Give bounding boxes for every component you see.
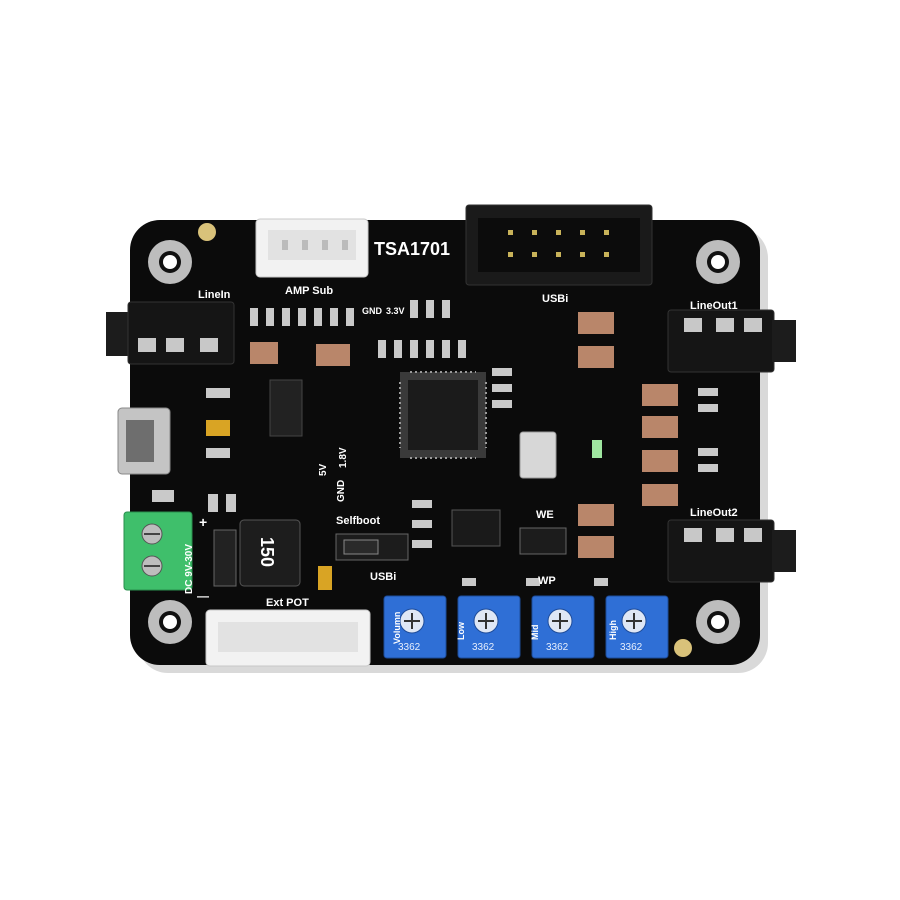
inductor-marking: 150 — [257, 537, 277, 567]
we-jumper — [519, 527, 567, 555]
pot-code: 3362 — [398, 642, 421, 653]
inductor — [239, 519, 301, 587]
op-amp-chip — [451, 509, 501, 547]
led — [592, 440, 602, 458]
v33-label: 3.3V — [386, 306, 405, 316]
brown-capacitors — [250, 312, 678, 558]
line-out2-jack — [667, 519, 796, 583]
dsp-chip — [399, 371, 487, 459]
pot-code: 3362 — [472, 642, 495, 653]
dc-label: DC 9V-30V — [184, 544, 195, 594]
potentiometer-high: 3362 — [605, 595, 669, 659]
fiducial-pad — [198, 223, 216, 241]
amp-sub-connector — [255, 218, 369, 278]
pot-label-high: High — [608, 620, 618, 640]
v18-label: 1.8V — [338, 447, 349, 468]
potentiometer-volume: 3362 — [383, 595, 447, 659]
plus-label: + — [199, 514, 207, 530]
voltage-regulator — [269, 379, 303, 437]
pot-label-mid: Mid — [530, 625, 540, 641]
usbi-header-connector — [465, 204, 653, 286]
pot-label-volume: Volumn — [392, 612, 402, 644]
line-in-jack — [106, 301, 235, 365]
we-label: WE — [536, 509, 554, 521]
v5-label: 5V — [318, 463, 329, 476]
usbi-bottom-label: USBi — [370, 571, 396, 583]
line-out1-jack — [667, 309, 796, 373]
diode — [213, 529, 237, 587]
capacitor-yellow — [318, 566, 332, 590]
mounting-hole — [148, 240, 192, 284]
ext-pot-connector — [205, 609, 371, 667]
micro-usb-port — [117, 407, 171, 475]
minus-label: — — [197, 589, 209, 603]
gnd2-label: GND — [336, 480, 347, 502]
pot-label-low: Low — [456, 621, 466, 640]
crystal-oscillator — [519, 431, 557, 479]
wp-label: WP — [538, 575, 556, 587]
pot-code: 3362 — [620, 642, 643, 653]
mounting-hole — [696, 240, 740, 284]
mounting-hole — [696, 600, 740, 644]
potentiometer-low: 3362 — [457, 595, 521, 659]
line-out2-label: LineOut2 — [690, 507, 738, 519]
smd-components — [152, 300, 718, 586]
line-out1-label: LineOut1 — [690, 300, 738, 312]
capacitor-yellow — [206, 420, 230, 436]
mounting-hole — [148, 600, 192, 644]
line-in-label: LineIn — [198, 289, 231, 301]
selfboot-jumper — [335, 533, 409, 561]
pot-code: 3362 — [546, 642, 569, 653]
ext-pot-label: Ext POT — [266, 597, 309, 609]
selfboot-label: Selfboot — [336, 515, 380, 527]
fiducial-pad — [674, 639, 692, 657]
amp-sub-label: AMP Sub — [285, 285, 333, 297]
power-terminal-block — [123, 511, 193, 591]
usbi-top-label: USBi — [542, 293, 568, 305]
gnd-label: GND — [362, 306, 383, 316]
potentiometer-mid: 3362 — [531, 595, 595, 659]
board-title: TSA1701 — [374, 239, 450, 259]
